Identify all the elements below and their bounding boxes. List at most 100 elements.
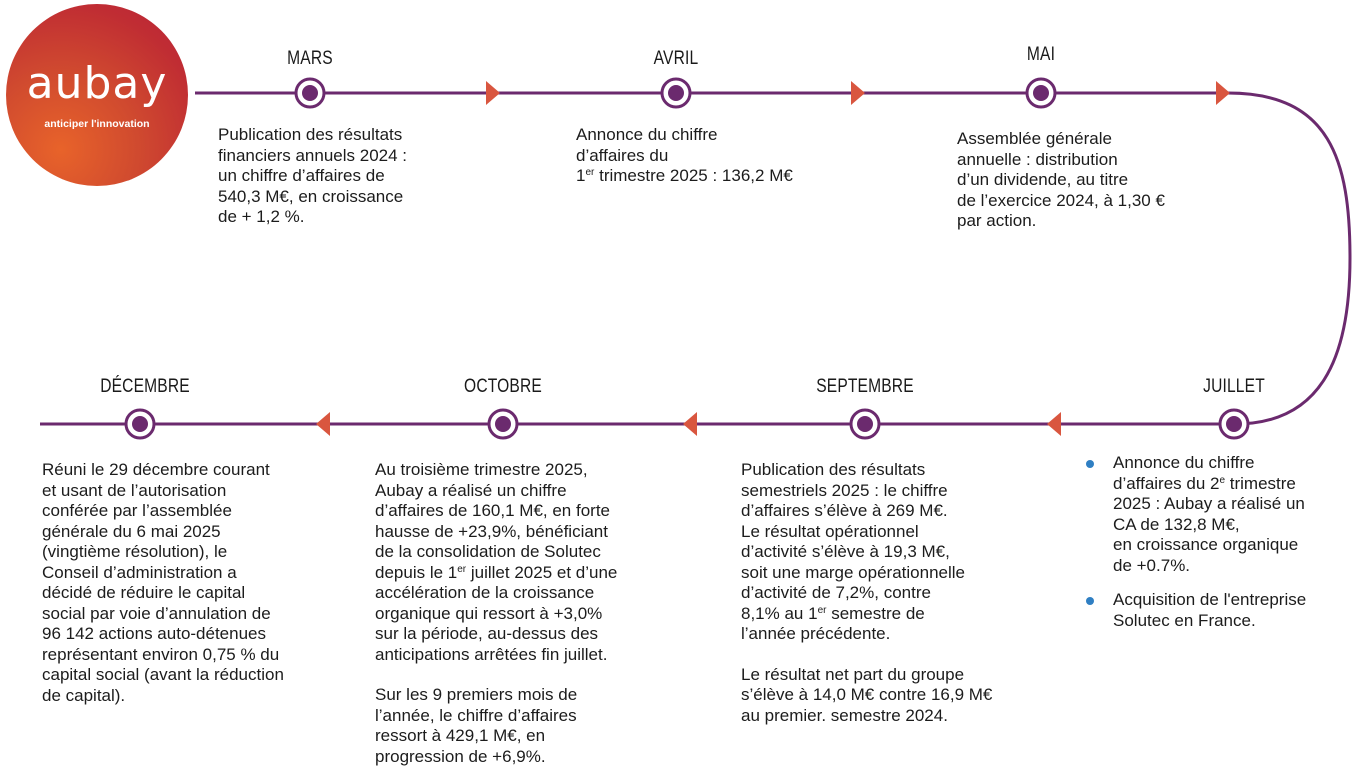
description-line: 2025 : Aubay a réalisé un xyxy=(1113,494,1305,513)
description-line: et usant de l’autorisation xyxy=(42,480,227,500)
node-mai xyxy=(1025,77,1057,109)
arrow-right-icon xyxy=(851,81,865,105)
month-label-juillet: JUILLET xyxy=(1203,376,1265,397)
description-line: anticipations arrêtées fin juillet. xyxy=(375,644,608,664)
description-line: d’activité de 7,2%, contre xyxy=(741,583,931,602)
description-line: Réuni le 29 décembre courant xyxy=(42,460,270,479)
aubay-logo: aubay anticiper l'innovation xyxy=(6,4,188,186)
arrow-right-icon xyxy=(486,81,500,105)
bullet-dot-icon xyxy=(1086,460,1094,468)
text-fragment: juillet 2025 et d’une xyxy=(466,562,618,582)
paragraph: Sur les 9 premiers mois de l’année, le c… xyxy=(375,685,617,767)
description-line: capital social (avant la réduction xyxy=(42,665,284,684)
description-line: 96 142 actions auto-détenues xyxy=(42,624,267,643)
arrow-left-icon xyxy=(1047,412,1061,436)
description-line: conférée par l’assemblée xyxy=(42,501,232,520)
bullet-dot-icon xyxy=(1086,597,1094,605)
node-octobre xyxy=(487,408,519,440)
description-line: Annonce du chiffre xyxy=(1113,453,1255,472)
description-juillet: Annonce du chiffre d’affaires du 2e trim… xyxy=(1086,453,1307,631)
description-line: (vingtième résolution), le xyxy=(42,542,228,561)
superscript: er xyxy=(817,604,827,616)
timeline-curve xyxy=(1227,91,1352,426)
description-line: Au troisième trimestre 2025, xyxy=(375,460,588,479)
description-decembre: Réuni le 29 décembre courant et usant de… xyxy=(42,460,284,706)
node-septembre xyxy=(849,408,881,440)
description-line: générale du 6 mai 2025 xyxy=(42,521,221,541)
logo-wordmark: aubay xyxy=(26,58,168,109)
month-label-octobre: OCTOBRE xyxy=(464,376,542,397)
description-line: de + 1,2 %. xyxy=(218,207,305,226)
superscript: er xyxy=(457,563,467,575)
description-line: décidé de réduire le capital xyxy=(42,583,246,602)
description-line: Conseil d’administration a xyxy=(42,562,237,582)
description-line: 1er trimestre 2025 : 136,2 M€ xyxy=(576,166,793,187)
description-line: de +0.7%. xyxy=(1113,555,1191,575)
description-line: de capital). xyxy=(42,685,126,705)
month-label-mai: MAI xyxy=(1026,44,1056,65)
description-line: Le résultat net part du groupe xyxy=(741,664,965,684)
month-label-decembre: DÉCEMBRE xyxy=(100,376,190,397)
description-line: Solutec en France. xyxy=(1113,610,1256,630)
text-fragment: semestre de xyxy=(826,603,925,623)
description-line: d’affaires de 160,1 M€, en forte xyxy=(375,501,611,520)
description-line: Sur les 9 premiers mois de xyxy=(375,685,578,704)
arrow-left-icon xyxy=(316,412,330,436)
description-line: l’année, le chiffre d’affaires xyxy=(375,705,577,725)
month-label-mars: MARS xyxy=(287,48,333,69)
superscript: er xyxy=(585,167,595,178)
paragraph: Le résultat net part du groupe s’élève à… xyxy=(741,665,992,727)
description-line: l’année précédente. xyxy=(741,624,891,643)
superscript: e xyxy=(1219,474,1226,486)
text-fragment: trimestre 2025 : 136,2 M€ xyxy=(594,166,793,185)
description-line: depuis le 1er juillet 2025 et d’une xyxy=(375,563,617,584)
description-line: ressort à 429,1 M€, en xyxy=(375,726,546,745)
node-avril xyxy=(660,77,692,109)
paragraph: Publication des résultats semestriels 20… xyxy=(741,460,992,645)
node-juillet xyxy=(1218,408,1250,440)
description-septembre: Publication des résultats semestriels 20… xyxy=(741,460,992,726)
description-line: semestriels 2025 : le chiffre xyxy=(741,480,948,500)
text-fragment: depuis le 1 xyxy=(375,562,458,582)
description-line: par action. xyxy=(957,211,1037,230)
description-line: représentant environ 0,75 % du xyxy=(42,644,280,664)
description-line: Assemblée générale xyxy=(957,129,1112,148)
description-line: accélération de la croissance xyxy=(375,583,595,602)
description-line: d’affaires s’élève à 269 M€. xyxy=(741,501,948,520)
bullet-item: Annonce du chiffre d’affaires du 2e trim… xyxy=(1086,453,1306,576)
description-line: d’affaires du 2e trimestre xyxy=(1113,474,1306,495)
arrow-right-icon xyxy=(1216,81,1230,105)
description-line: Publication des résultats xyxy=(218,125,403,144)
description-line: Annonce du chiffre xyxy=(576,125,718,144)
description-line: d’affaires du xyxy=(576,145,669,165)
description-line: progression de +6,9%. xyxy=(375,746,546,766)
description-line: hausse de +23,9%, bénéficiant xyxy=(375,521,608,541)
description-line: annuelle : distribution xyxy=(957,149,1118,169)
description-line: soit une marge opérationnelle xyxy=(741,562,965,582)
description-line: Acquisition de l'entreprise xyxy=(1113,590,1307,609)
description-line: de la consolidation de Solutec xyxy=(375,542,601,561)
logo-tagline: anticiper l'innovation xyxy=(44,118,150,130)
description-line: d’activité s’élève à 19,3 M€, xyxy=(741,542,950,561)
paragraph: Au troisième trimestre 2025, Aubay a réa… xyxy=(375,460,617,665)
description-line: Aubay a réalisé un chiffre xyxy=(375,480,567,500)
description-line: Publication des résultats xyxy=(741,460,926,479)
description-line: sur la période, au-dessus des xyxy=(375,624,599,643)
node-decembre xyxy=(124,408,156,440)
text-fragment: trimestre xyxy=(1225,473,1296,493)
description-line: un chiffre d’affaires de xyxy=(218,166,385,185)
description-octobre: Au troisième trimestre 2025, Aubay a réa… xyxy=(375,460,617,767)
arrow-left-icon xyxy=(683,412,697,436)
description-line: au premier. semestre 2024. xyxy=(741,705,948,725)
description-line: 8,1% au 1er semestre de xyxy=(741,604,992,625)
bullet-list: Annonce du chiffre d’affaires du 2e trim… xyxy=(1086,453,1307,631)
description-line: 540,3 M€, en croissance xyxy=(218,186,404,206)
description-mars: Publication des résultats financiers ann… xyxy=(218,125,407,228)
description-line: financiers annuels 2024 : xyxy=(218,145,408,165)
month-label-septembre: SEPTEMBRE xyxy=(816,376,914,397)
description-line: s’élève à 14,0 M€ contre 16,9 M€ xyxy=(741,685,993,704)
month-label-avril: AVRIL xyxy=(653,48,699,69)
text-fragment: 1 xyxy=(576,166,586,185)
description-line: organique qui ressort à +3,0% xyxy=(375,603,603,623)
